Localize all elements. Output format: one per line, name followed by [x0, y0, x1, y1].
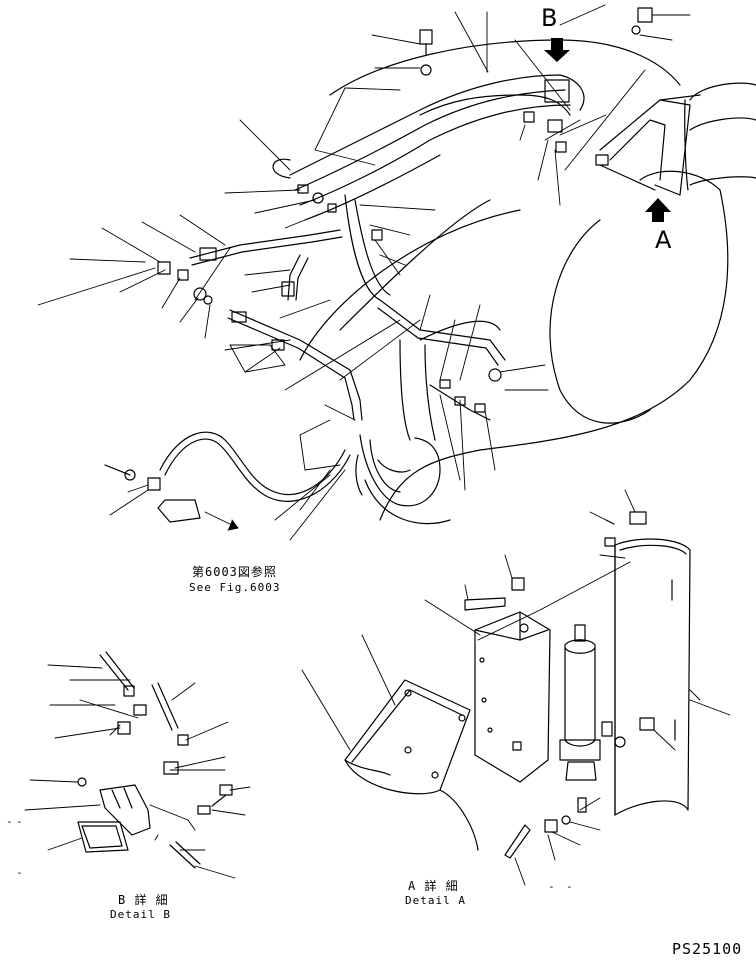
detail-a-mount-plate: [344, 679, 479, 851]
detail-a-cover: [614, 538, 691, 816]
fittings: [104, 7, 653, 523]
hydraulic-hoses: [272, 74, 585, 301]
dash-mark: -: [548, 880, 555, 893]
reference-note-en: See Fig.6003: [189, 581, 281, 594]
view-label-a: A: [655, 226, 672, 254]
view-label-b: B: [541, 4, 558, 32]
leader-lines-detail-a: [301, 489, 731, 886]
detail-a-filter: [559, 624, 601, 813]
detail-a-caption-en: Detail A: [405, 894, 466, 907]
frame-bracket: [599, 82, 756, 196]
dash-mark: -: [566, 880, 573, 893]
detail-a-hardware: [464, 511, 655, 859]
dash-mark: -: [16, 866, 23, 879]
leader-lines-main: [37, 4, 691, 541]
detail-b-caption-ja: B 詳 細: [118, 893, 169, 907]
dash-mark: -: [6, 815, 13, 828]
detail-b-caption-en: Detail B: [110, 908, 171, 921]
elbow-pipe: [355, 339, 451, 525]
drawing-code: PS25100: [672, 940, 743, 958]
detail-a-bracket: [474, 611, 551, 783]
arrow-b: [544, 38, 570, 62]
tank-body: [299, 39, 729, 521]
reference-note-ja: 第6003図参照: [192, 565, 277, 579]
dash-mark: -: [16, 815, 23, 828]
pipe-assembly: [189, 229, 506, 421]
sensor-cable: [159, 431, 351, 502]
detail-a-caption-ja: A 詳 細: [408, 879, 459, 893]
leader-lines-detail-b: [24, 664, 251, 879]
arrow-a: [645, 198, 671, 222]
detail-b-parts: [77, 651, 233, 869]
